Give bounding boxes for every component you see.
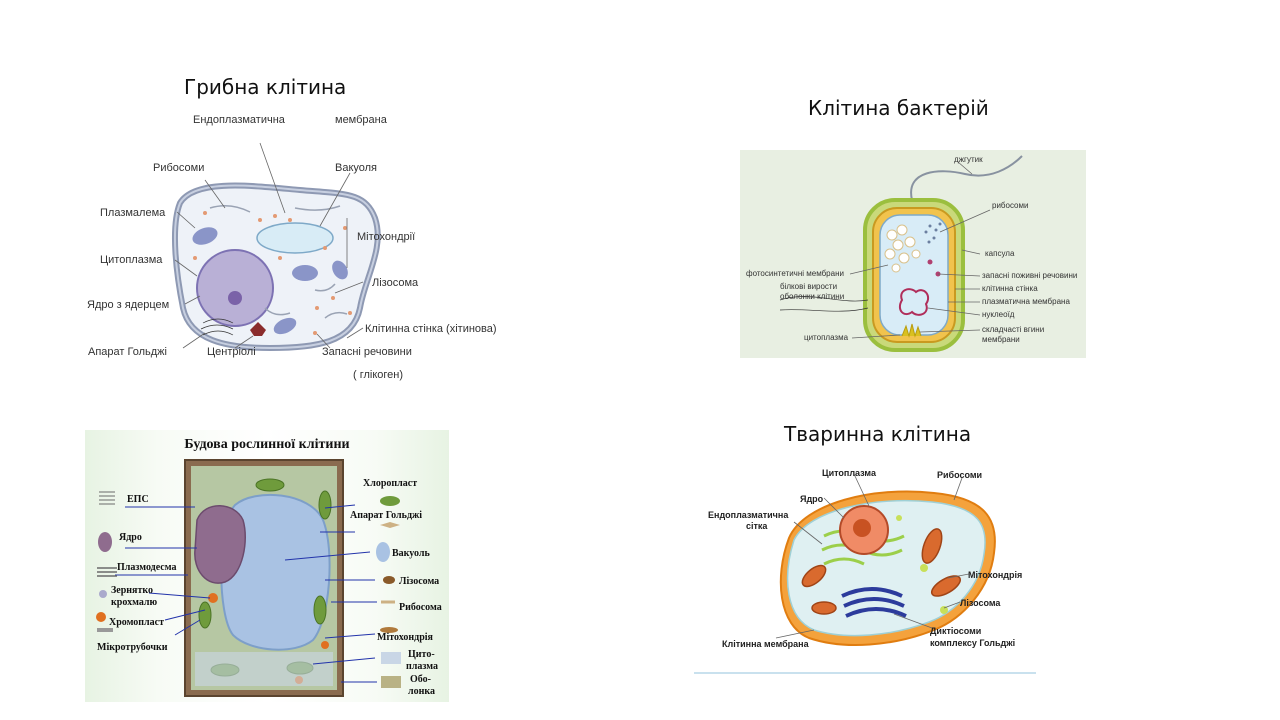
plant-label-lysosome: Лізосома <box>399 576 439 587</box>
fungal-label-cytoplasm: Цитоплазма <box>100 254 163 266</box>
plant-label-chloroplast: Хлоропласт <box>363 478 417 489</box>
plant-label-plasmodesma: Плазмодесма <box>117 562 176 573</box>
bacterial-label-plasma-membrane: плазматична мембрана <box>982 297 1070 306</box>
plant-label-wall-2: лонка <box>408 686 435 697</box>
fungal-label-golgi: Апарат Гольджі <box>88 346 167 358</box>
plant-label-starch-1: Зернятко <box>111 585 153 596</box>
plant-label-eps: ЕПС <box>127 494 149 505</box>
bacterial-cell-title: Клітина бактерій <box>808 96 989 120</box>
bacterial-label-ribosomes: рибосоми <box>992 201 1028 210</box>
bacterial-label-capsule: капсула <box>985 249 1015 258</box>
bacterial-label-reserve: запасні поживні речовини <box>982 271 1077 280</box>
fungal-label-centrioles: Центріолі <box>207 346 256 358</box>
fungal-label-lysosome: Лізосома <box>372 277 419 289</box>
animal-label-er-1: Ендоплазматична <box>708 510 789 520</box>
animal-cell-title: Тваринна клітина <box>784 422 972 446</box>
bacterial-label-cell-wall: клітинна стінка <box>982 284 1038 293</box>
fungal-label-plasmalemma: Плазмалема <box>100 207 166 219</box>
animal-label-membrane: Клітинна мембрана <box>722 639 810 649</box>
plant-label-microtubules: Мікротрубочки <box>97 642 168 653</box>
animal-label-lysosome: Лізосома <box>960 598 1001 608</box>
bacterial-label-protein-2: оболонки клітини <box>780 292 844 301</box>
plant-label-mitochondria: Мітохондрія <box>377 632 434 643</box>
plant-label-starch-2: крохмалю <box>111 597 158 608</box>
fungal-nucleus <box>196 249 274 327</box>
plant-label-wall-1: Обо- <box>410 674 431 685</box>
fungal-label-membrane: мембрана <box>335 114 388 126</box>
bacterial-label-cytoplasm: цитоплазма <box>804 333 849 342</box>
fungal-cell-title: Грибна клітина <box>184 75 347 99</box>
fungal-label-er: Ендоплазматична <box>193 114 286 126</box>
fungal-label-vacuole: Вакуоля <box>335 162 377 174</box>
fungal-label-glycogen: ( глікоген) <box>353 369 403 381</box>
plant-nucleus <box>194 505 246 584</box>
fungal-label-mitochondria: Мітохондрії <box>357 231 415 243</box>
fungal-label-cell-wall: Клітинна стінка (хітинова) <box>365 323 497 335</box>
animal-divider <box>694 672 1036 674</box>
bacterial-label-nucleoid: нуклеоїд <box>982 310 1015 319</box>
plant-title: Будова рослинної клітини <box>184 437 349 452</box>
bacterial-label-flagellum: джгутик <box>954 155 983 164</box>
fungal-cell-diagram: Ендоплазматична мембрана Рибосоми Вакуол… <box>85 108 525 388</box>
animal-label-golgi-2: комплексу Гольджі <box>930 638 1015 648</box>
plant-cell-diagram: Будова рослинної клітини <box>85 430 449 702</box>
animal-cell-diagram: Цитоплазма Рибосоми Ядро Ендоплазматична… <box>694 458 1036 678</box>
bacterial-label-folds-2: мембрани <box>982 335 1020 344</box>
plant-vacuole <box>220 493 331 651</box>
animal-label-nucleus: Ядро <box>800 494 824 504</box>
animal-label-cytoplasm: Цитоплазма <box>822 468 877 478</box>
fungal-nucleolus <box>228 291 242 305</box>
bacterial-label-protein-1: білкові виpости <box>780 282 837 291</box>
plant-label-cyto-1: Цито- <box>408 649 435 660</box>
plant-label-chromoplast: Хромопласт <box>109 617 164 628</box>
animal-label-ribosomes: Рибосоми <box>937 470 982 480</box>
animal-label-mitochondria: Мітохондрія <box>968 570 1022 580</box>
fungal-label-ribosomes: Рибосоми <box>153 162 204 174</box>
bacterial-label-photo-membranes: фотосинтетичні мембрани <box>746 269 844 278</box>
bacterial-flagellum <box>910 155 1023 201</box>
plant-label-ribosome: Рибосома <box>399 602 442 613</box>
bacterial-cell-diagram: джгутик рибосоми капсула фотосинтетичні … <box>740 150 1086 358</box>
fungal-label-nucleus: Ядро з ядерцем <box>87 299 169 311</box>
animal-label-golgi-1: Диктіосоми <box>930 626 981 636</box>
bacterial-nucleoid <box>898 288 930 316</box>
animal-nucleolus <box>853 519 871 537</box>
plant-label-nucleus: Ядро <box>119 532 142 543</box>
bacterial-label-folds-1: складчасті вгини <box>982 325 1044 334</box>
plant-label-vacuole: Вакуоль <box>392 548 431 559</box>
animal-label-er-2: сітка <box>746 521 768 531</box>
fungal-label-reserve: Запасні речовини <box>322 346 412 358</box>
plant-label-golgi: Апарат Гольджі <box>350 510 422 521</box>
plant-label-cyto-2: плазма <box>406 661 438 672</box>
fungal-vacuole <box>256 222 334 254</box>
